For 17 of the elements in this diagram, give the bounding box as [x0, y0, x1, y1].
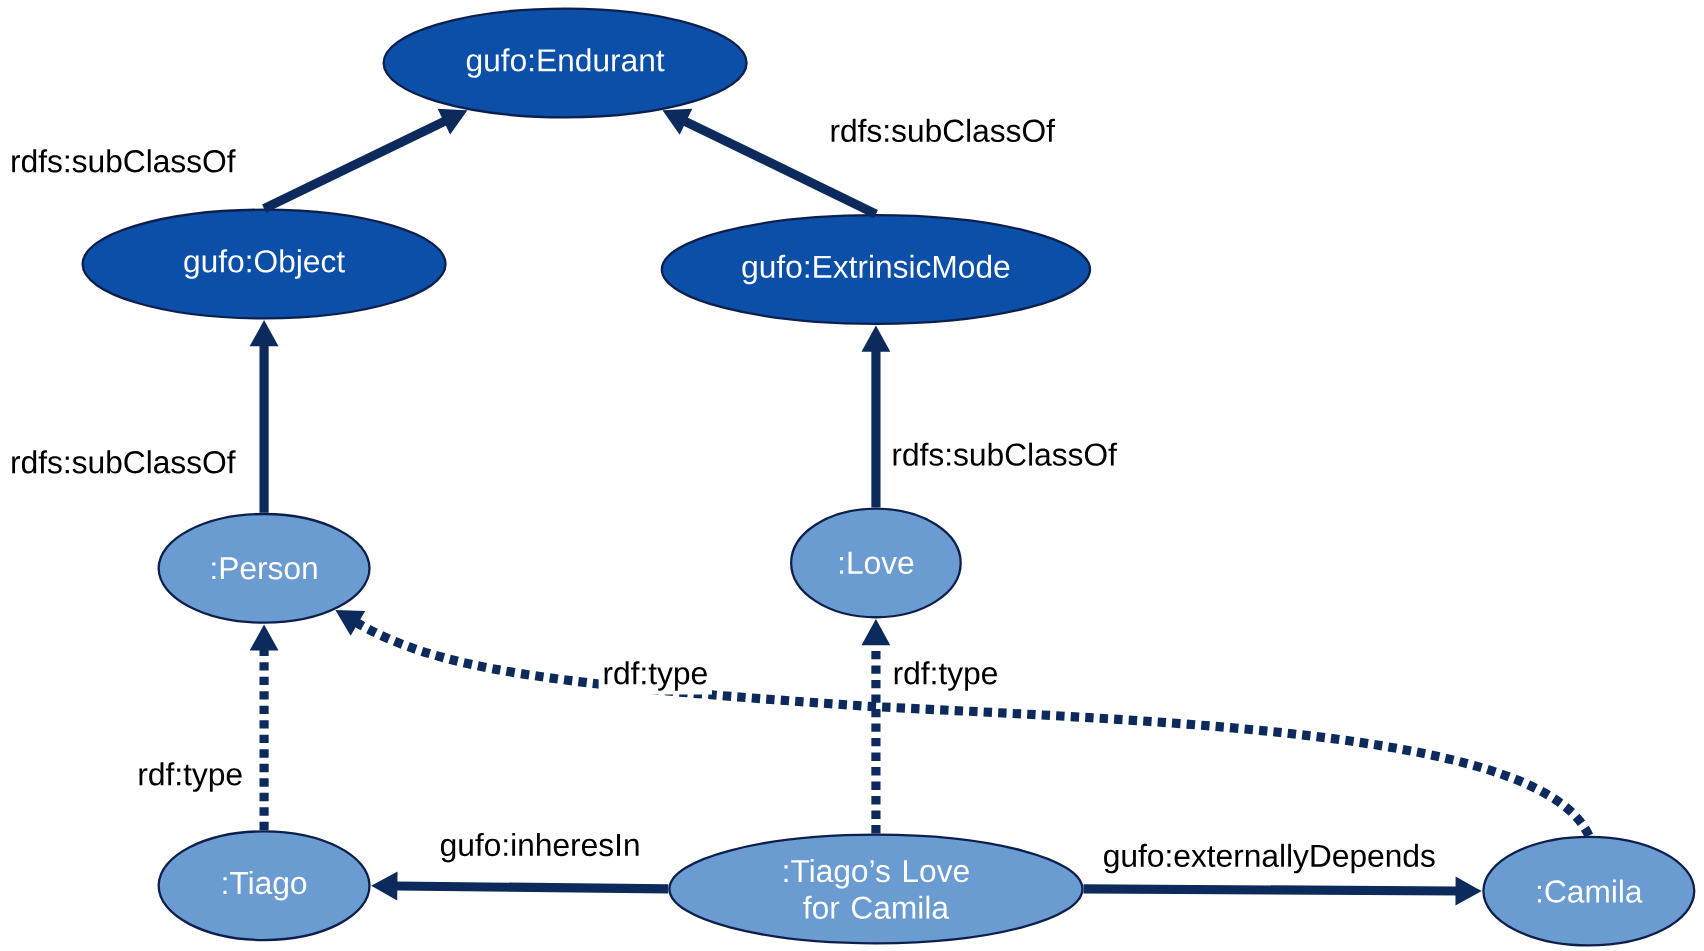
ellipse-node: gufo:Endurant: [382, 7, 748, 119]
edge-label: rdf:type: [133, 758, 247, 796]
edge-label: rdf:type: [598, 657, 712, 695]
edge-label: gufo:externallyDepends: [1098, 839, 1440, 878]
edge-label: rdfs:subClassOf: [6, 145, 240, 177]
ellipse-node: :Love: [790, 507, 962, 619]
edge-label: rdfs:subClassOf: [825, 115, 1059, 146]
edge-label: gufo:inheresIn: [435, 829, 645, 867]
ellipse-node: gufo:Object: [81, 208, 447, 320]
ellipse-node: :Camila: [1482, 835, 1696, 947]
edge-label: rdfs:subClassOf: [887, 438, 1121, 470]
ellipse-node: :Person: [157, 512, 371, 624]
edge-label: rdfs:subClassOf: [6, 446, 240, 478]
ellipse-node: gufo:ExtrinsicMode: [660, 214, 1092, 326]
edge-label: rdf:type: [888, 657, 1003, 695]
ellipse-node: :Tiago’s Love for Camila: [668, 833, 1084, 945]
ellipse-node: :Tiago: [157, 830, 371, 942]
